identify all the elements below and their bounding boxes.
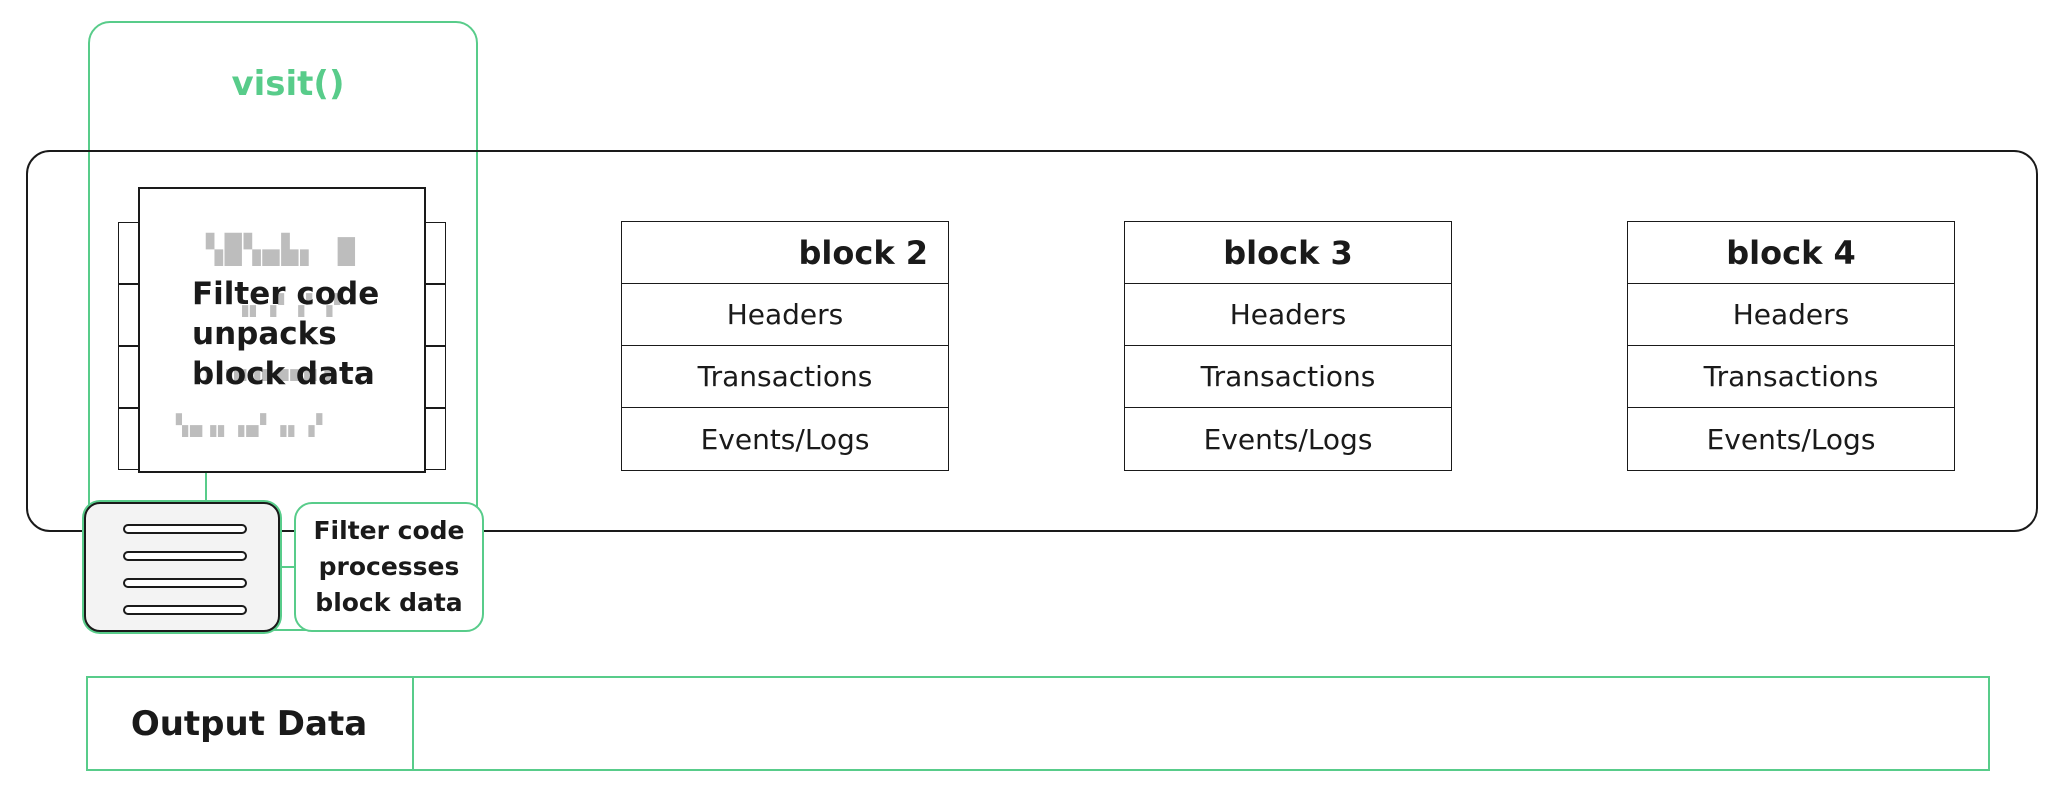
filter-list-icon bbox=[84, 502, 280, 632]
filter-list-icon-bar bbox=[123, 551, 247, 561]
filter-list-icon-bar bbox=[123, 524, 247, 534]
block1-masked-headers: ▗▖▗▘▗▘▗▘ bbox=[236, 293, 349, 317]
block-4-events-logs: Events/Logs bbox=[1706, 422, 1876, 456]
filter-processes-text: Filter code processes block data bbox=[313, 516, 465, 617]
visit-function-frame bbox=[88, 21, 478, 631]
block-4-title: block 4 bbox=[1628, 222, 1954, 284]
block-3-title: block 3 bbox=[1125, 222, 1451, 284]
icon-to-label-connector bbox=[280, 566, 294, 568]
block1-masked-title: ▚█▚▄▙▖ ▇ bbox=[206, 233, 357, 266]
output-data-label: Output Data bbox=[130, 703, 368, 744]
output-data-bar bbox=[86, 676, 1990, 771]
block-2-headers: Headers bbox=[622, 284, 948, 346]
blockchain-container bbox=[26, 150, 2038, 532]
card-to-icon-connector bbox=[205, 473, 207, 503]
filter-list-icon-bar bbox=[123, 578, 247, 588]
filter-processes-label: Filter code processes block data bbox=[294, 502, 484, 632]
block-3-events-logs: Events/Logs bbox=[1203, 422, 1373, 456]
block1-unpacked-card: ▚█▚▄▙▖ ▇ ▗▖▗▘▗▘▗▘ ▖▗▄▗▖▄▄▄▗ ▚▄▗▖▗▄▘▗▖▗▘ bbox=[138, 187, 426, 473]
block-2-events-logs: Events/Logs bbox=[700, 422, 870, 456]
block1-masked-events: ▚▄▗▖▗▄▘▗▖▗▘ bbox=[176, 413, 331, 437]
block1-caption: Filter code unpacks block data bbox=[192, 276, 380, 392]
block-2-table: block 2 Headers Transactions Events/Logs bbox=[621, 221, 949, 471]
block-2-transactions: Transactions bbox=[622, 346, 948, 408]
block-4-headers: Headers bbox=[1628, 284, 1954, 346]
filter-list-icon-bar bbox=[123, 605, 247, 615]
block-3-table: block 3 Headers Transactions Events/Logs bbox=[1124, 221, 1452, 471]
block-4-transactions: Transactions bbox=[1628, 346, 1954, 408]
block-4-table: block 4 Headers Transactions Events/Logs bbox=[1627, 221, 1955, 471]
output-data-label-box: Output Data bbox=[86, 676, 414, 771]
block-3-transactions: Transactions bbox=[1125, 346, 1451, 408]
block1-masked-transactions: ▖▗▄▗▖▄▄▄▗ bbox=[206, 357, 333, 381]
block-2-title: block 2 bbox=[622, 222, 948, 284]
visit-label: visit() bbox=[231, 64, 345, 104]
block-3-headers: Headers bbox=[1125, 284, 1451, 346]
